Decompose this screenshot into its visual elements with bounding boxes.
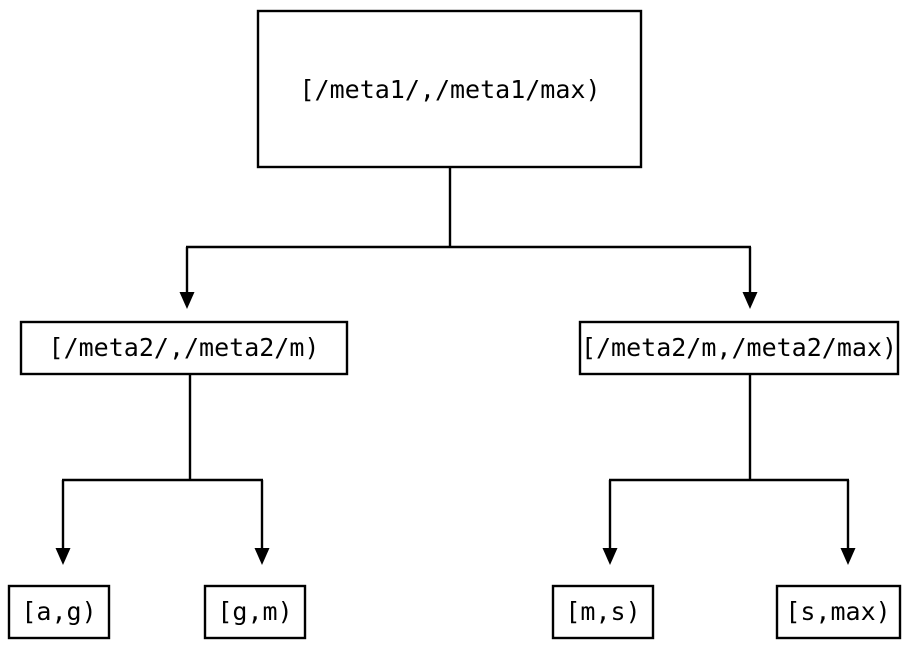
node-mid-left[interactable]: [/meta2/,/meta2/m) xyxy=(19,320,349,376)
arrowhead-to-leaf-s-max xyxy=(840,548,856,565)
node-mid-left-label: [/meta2/,/meta2/m) xyxy=(49,333,320,362)
arrowhead-to-leaf-g-m xyxy=(254,548,270,565)
node-root-label: [/meta1/,/meta1/max) xyxy=(299,75,600,104)
node-leaf-m-s-box[interactable] xyxy=(551,584,655,640)
node-leaf-g-m-box[interactable] xyxy=(203,584,307,640)
node-root-box[interactable] xyxy=(256,9,643,169)
node-leaf-a-g-box[interactable] xyxy=(7,584,111,640)
node-mid-right[interactable]: [/meta2/m,/meta2/max) xyxy=(578,320,900,376)
node-leaf-a-g[interactable]: [a,g) xyxy=(7,584,111,640)
connector-midleft-to-leaves xyxy=(55,374,270,565)
arrowhead-to-mid-right xyxy=(742,292,758,309)
arrowhead-to-leaf-m-s xyxy=(602,548,618,565)
node-mid-right-label: [/meta2/m,/meta2/max) xyxy=(581,333,897,362)
node-leaf-s-max-box[interactable] xyxy=(775,584,902,640)
node-leaf-g-m[interactable]: [g,m) xyxy=(203,584,307,640)
node-leaf-g-m-label: [g,m) xyxy=(217,597,292,626)
connector-root-to-level2 xyxy=(179,167,758,309)
node-leaf-s-max-label: [s,max) xyxy=(785,597,890,626)
node-mid-right-box[interactable] xyxy=(578,320,900,376)
node-mid-left-box[interactable] xyxy=(19,320,349,376)
node-root[interactable]: [/meta1/,/meta1/max) xyxy=(256,9,643,169)
node-leaf-m-s-label: [m,s) xyxy=(565,597,640,626)
arrowhead-to-mid-left xyxy=(179,292,195,309)
node-leaf-m-s[interactable]: [m,s) xyxy=(551,584,655,640)
arrowhead-to-leaf-a-g xyxy=(55,548,71,565)
node-leaf-s-max[interactable]: [s,max) xyxy=(775,584,902,640)
connector-midright-to-leaves xyxy=(602,374,856,565)
node-leaf-a-g-label: [a,g) xyxy=(21,597,96,626)
